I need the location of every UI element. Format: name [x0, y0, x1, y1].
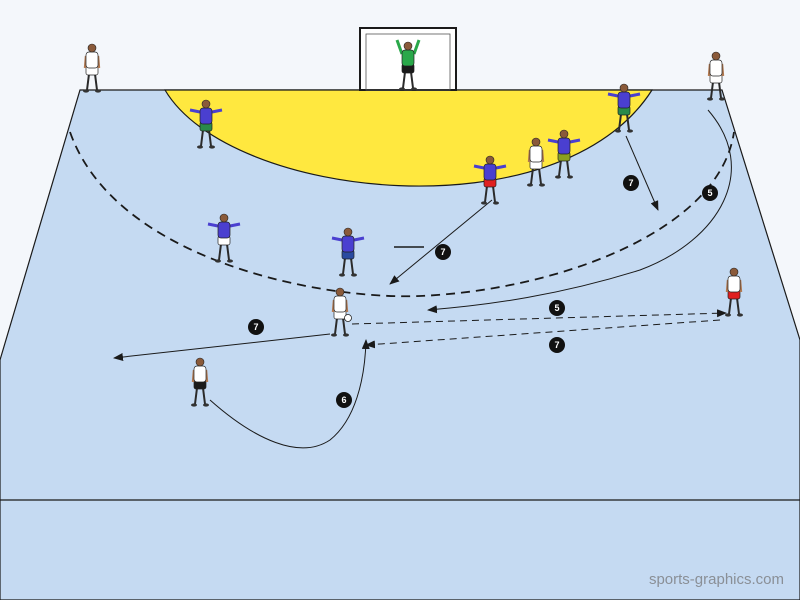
pass-arrow	[351, 309, 727, 325]
attacker-figure	[725, 267, 743, 317]
court-surface	[0, 89, 800, 600]
number-marker-label: 7	[440, 247, 445, 257]
attacker-figure	[707, 51, 725, 101]
number-marker-label: 5	[554, 303, 559, 313]
number-marker: 6	[336, 392, 352, 408]
movement-paths	[113, 109, 732, 449]
defender-figure	[207, 213, 241, 263]
attacker-figure	[83, 43, 101, 93]
markers-layer: 7 5 7 7 5 7 6	[248, 175, 718, 408]
defender-figure	[607, 83, 641, 133]
players-layer	[83, 39, 743, 407]
ball	[344, 314, 352, 322]
number-marker: 7	[549, 337, 565, 353]
number-marker: 7	[435, 244, 451, 260]
number-marker-label: 7	[554, 340, 559, 350]
defender-figure	[547, 129, 581, 179]
watermark-text: sports-graphics.com	[648, 571, 784, 588]
number-marker: 7	[248, 319, 264, 335]
path-arrow	[625, 135, 659, 211]
defender-figure	[189, 99, 223, 149]
path-arrow	[209, 339, 370, 449]
number-marker: 5	[549, 300, 565, 316]
path-arrow	[427, 109, 732, 314]
number-marker: 7	[623, 175, 639, 191]
number-marker-label: 7	[628, 178, 633, 188]
attacker-figure	[527, 137, 545, 187]
number-marker-label: 5	[707, 188, 712, 198]
attacker-figure	[191, 357, 209, 407]
defender-figure	[473, 155, 507, 205]
attacker-figure	[331, 287, 349, 337]
defender-figure	[331, 227, 365, 277]
path-arrow	[389, 199, 493, 285]
number-marker-label: 6	[341, 395, 346, 405]
number-marker-label: 7	[253, 322, 258, 332]
path-arrow	[113, 333, 331, 361]
free-throw-line	[69, 131, 735, 298]
number-marker: 5	[702, 185, 718, 201]
goalkeeper-figure	[395, 39, 421, 91]
